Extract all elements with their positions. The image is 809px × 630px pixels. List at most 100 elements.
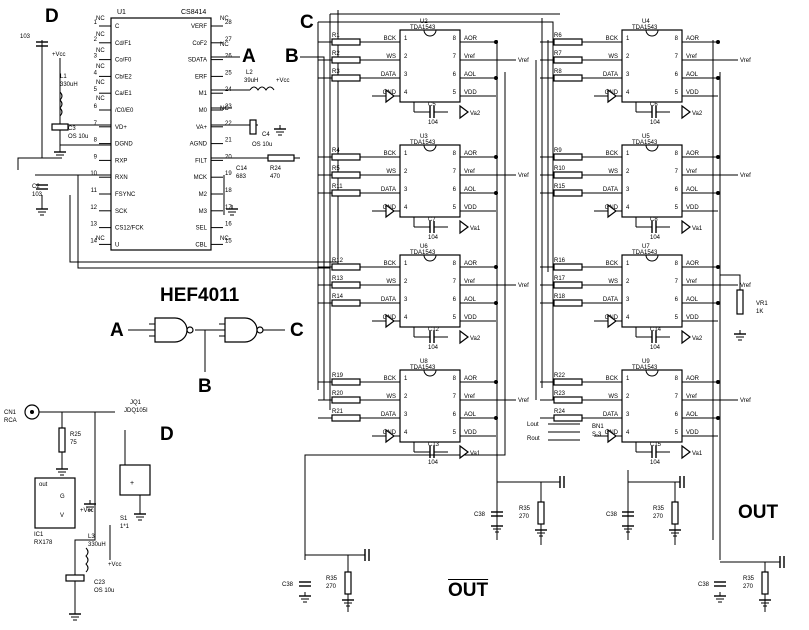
dac-pin-name: DATA	[603, 187, 618, 193]
dac-pin-name: AOR	[686, 36, 700, 42]
tda1543-chip	[621, 369, 683, 443]
c3-ref: C3	[68, 126, 76, 132]
resistor-r35	[671, 501, 679, 525]
cs8414-pin-num: 5	[94, 87, 98, 93]
resistor-ref: R9	[554, 148, 562, 154]
ground-triangle	[459, 219, 469, 235]
junction-dot	[494, 155, 498, 159]
c14-value: 683	[236, 174, 247, 180]
series-resistor	[331, 378, 361, 386]
resistor-ref: R14	[332, 294, 344, 300]
va-label: Va1	[692, 226, 703, 232]
resistor-ref: R18	[554, 294, 566, 300]
lout-label: Lout	[527, 422, 539, 428]
cap-ref: C14	[650, 327, 662, 333]
vref-tag: Vref	[518, 58, 529, 64]
cs8414-pin-num: 12	[90, 205, 97, 211]
cn1-value: RCA	[4, 418, 17, 424]
cs8414-pin-name: VD+	[115, 125, 127, 131]
dac-pin-name: Vref	[464, 279, 475, 285]
cs8414-pin-name: U	[115, 242, 119, 248]
ground-triangle	[459, 444, 469, 460]
cs8414-pin-name: ERF	[195, 74, 207, 80]
dac-u5	[621, 144, 683, 218]
dac-pin-num: 6	[453, 187, 457, 193]
cn1-ref: CN1	[4, 410, 17, 416]
ic1-value: RX178	[34, 540, 53, 546]
l1-value: 330uH	[60, 82, 78, 88]
junction-dot	[494, 416, 498, 420]
nc-label: NC	[220, 106, 229, 112]
dac-pin-num: 8	[675, 376, 679, 382]
gate-title: HEF4011	[160, 285, 240, 306]
l3-value: 330uH	[88, 542, 106, 548]
chip-notch	[423, 254, 437, 262]
cap-value: 104	[428, 345, 439, 351]
series-resistor	[553, 396, 583, 404]
junction-dot	[716, 76, 720, 80]
dac-pin-num: 2	[404, 169, 408, 175]
series-resistor	[553, 189, 583, 197]
cs8414-pin-name: DGND	[115, 142, 133, 148]
junction-dot	[716, 416, 720, 420]
nc-label: NC	[96, 80, 105, 86]
label-a-gate: A	[110, 320, 124, 341]
cs8414-pin-num: 17	[225, 205, 232, 211]
resistor-ref: R7	[554, 51, 562, 57]
l3-ref: L3	[88, 534, 95, 540]
dac-part: TDA1543	[410, 25, 436, 31]
resistor-ref: R13	[332, 276, 344, 282]
series-resistor	[553, 153, 583, 161]
label-c-top: C	[300, 12, 314, 33]
ground-triangle	[607, 313, 617, 329]
dac-pin-num: 7	[453, 279, 457, 285]
c103-label: 103	[20, 34, 31, 40]
jq1-value: JDQ105I	[124, 408, 148, 414]
cs8414-pin-name: FILT	[195, 158, 207, 164]
cs8414-pin-name: CBL	[195, 242, 207, 248]
dac-u7	[621, 254, 683, 328]
cs8414-pin-name: M1	[199, 91, 208, 97]
dac-pin-num: 1	[404, 36, 408, 42]
cs8414-pin-num: 10	[90, 171, 97, 177]
chip-notch	[645, 254, 659, 262]
dac-pin-name: AOL	[686, 297, 699, 303]
resistor-ref: R19	[332, 373, 344, 379]
cs8414-pin-num: 21	[225, 138, 232, 144]
ground-symbol	[491, 522, 503, 533]
dac-pin-num: 6	[675, 297, 679, 303]
bn1-value: S-3	[592, 432, 602, 438]
dac-ref: U4	[642, 19, 650, 25]
dac-pin-num: 2	[626, 279, 630, 285]
cs8414-pin-name: VA+	[196, 125, 208, 131]
tda1543-chip	[399, 29, 461, 103]
dac-part: TDA1543	[632, 250, 658, 256]
resistor-ref: R21	[332, 409, 344, 415]
tda1543-chip	[621, 254, 683, 328]
dac-pin-name: AOL	[464, 297, 477, 303]
dac-ref: U2	[420, 19, 428, 25]
dac-pin-num: 8	[453, 261, 457, 267]
ground-symbol	[36, 205, 48, 216]
dac-u4	[621, 29, 683, 103]
cs8414-pin-num: 13	[90, 222, 97, 228]
dac-part: TDA1543	[410, 365, 436, 371]
cap-value: 104	[650, 345, 661, 351]
dac-pin-num: 3	[626, 412, 630, 418]
dac-pin-name: BCK	[384, 376, 396, 382]
nc-label: NC	[220, 16, 229, 22]
r35-value: 270	[653, 514, 664, 520]
dac-pin-num: 6	[675, 412, 679, 418]
cs8414-pin-name: Co/F0	[115, 58, 132, 64]
cs8414-pin-num: 20	[225, 154, 232, 160]
dac-pin-name: AOR	[464, 376, 478, 382]
dac-pin-num: 1	[626, 151, 630, 157]
cs8414-pin-name: VERF	[191, 24, 207, 30]
rca-center	[30, 410, 34, 414]
c2-ref: C2	[32, 184, 40, 190]
ground-triangle	[607, 428, 617, 444]
ground-triangle	[459, 329, 469, 345]
cs8414-pin-num: 24	[225, 87, 232, 93]
dac-pin-num: 8	[453, 151, 457, 157]
